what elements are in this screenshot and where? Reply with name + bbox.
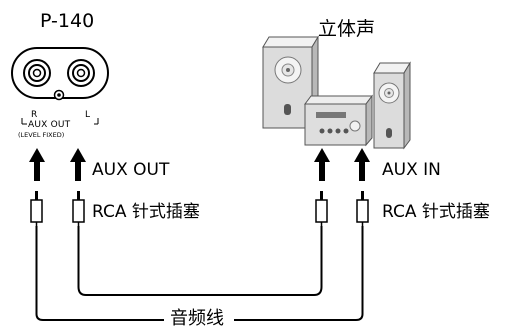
right-jack-icon xyxy=(23,59,51,87)
aux-in-label: AUX IN xyxy=(382,160,441,180)
channel-right-label: R xyxy=(31,110,38,120)
signal-arrows xyxy=(29,148,370,181)
arrow-up-icon xyxy=(314,148,330,181)
right-speaker-icon xyxy=(373,61,411,150)
arrow-up-icon xyxy=(70,148,86,181)
left-speaker-icon xyxy=(262,35,319,130)
rca-plug-icon xyxy=(315,191,328,226)
stereo-system-icon xyxy=(262,35,411,150)
stereo-system-label: 立体声 xyxy=(318,18,376,40)
device-model-label: P-140 xyxy=(40,10,95,32)
amplifier-icon xyxy=(304,94,373,147)
rca-plug-icon xyxy=(356,191,369,226)
aux-out-jack-panel xyxy=(11,47,109,101)
rca-plug-label-left: RCA 针式插塞 xyxy=(92,202,200,222)
rca-plug-icon xyxy=(72,191,85,226)
rca-plug-icon xyxy=(30,191,43,226)
cable-label-bg xyxy=(164,304,234,326)
arrow-up-icon xyxy=(29,148,45,181)
rca-plug-label-right: RCA 针式插塞 xyxy=(382,202,490,222)
aux-out-label: AUX OUT xyxy=(92,160,170,180)
left-jack-icon xyxy=(67,59,95,87)
screw-icon xyxy=(53,89,65,101)
port-sublabel: (LEVEL FIXED) xyxy=(18,131,65,139)
channel-left-label: L xyxy=(85,110,91,120)
rca-plugs xyxy=(30,191,369,226)
port-label: AUX OUT xyxy=(28,120,71,130)
inner-cable xyxy=(77,226,323,296)
channel-bracket xyxy=(21,118,99,125)
arrow-up-icon xyxy=(354,148,370,181)
audio-cable-label: 音频线 xyxy=(170,308,224,329)
